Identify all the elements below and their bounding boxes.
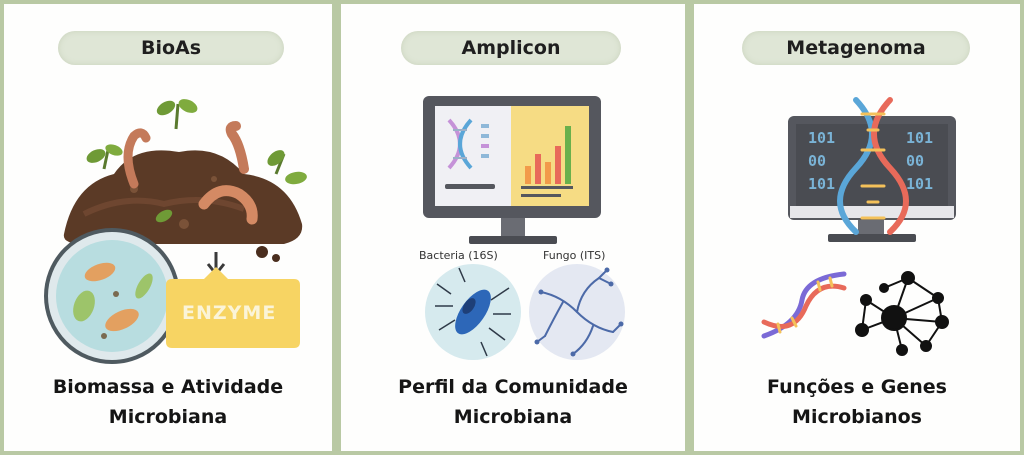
network-icon [855,271,949,356]
sprout-icon [86,99,307,185]
monitor-icon [423,96,601,244]
caption-line: Funções e Genes [767,376,947,398]
caption-line: Perfil da Comunidade [398,376,628,398]
dna-icon [837,97,909,235]
dna-icon [445,118,495,189]
caption-bioas: Biomassa e Atividade Microbiana [4,372,332,432]
panel-bioas: BioAs [4,4,332,451]
binary-row: 00 [906,152,925,170]
petri-dish-icon [44,228,180,364]
caption-line: Microbiana [453,406,573,428]
enzyme-label: ENZYME [182,302,277,324]
label-bacteria-16s: Bacteria (16S) [419,249,498,262]
panel-metagenoma: Metagenoma [694,4,1020,451]
binary-left: 101 00 101 [808,127,835,196]
binary-row: 101 [906,129,934,147]
bar-chart-icon [521,126,573,197]
binary-right: 101 00 101 [906,127,933,196]
metagenoma-illustration [761,97,956,356]
binary-row: 00 [808,152,827,170]
amplicon-illustration [423,96,625,360]
caption-metagenoma: Funções e Genes Microbianos [694,372,1020,432]
panel-amplicon: Amplicon [341,4,685,451]
panel-title-amplicon: Amplicon [401,31,621,65]
caption-amplicon: Perfil da Comunidade Microbiana [341,372,685,432]
binary-row: 101 [808,129,836,147]
dna-strand-icon [761,271,847,339]
panel-title-metagenoma: Metagenoma [742,31,970,65]
label-fungi-its: Fungo (ITS) [543,249,606,262]
caption-line: Microbiana [108,406,228,428]
earthworm-icon [123,121,258,225]
caption-line: Microbianos [792,406,922,428]
bioas-illustration [44,99,307,364]
binary-row: 101 [906,175,934,193]
panel-title-bioas: BioAs [58,31,284,65]
enzyme-tag-icon [166,267,300,348]
bacterium-icon [425,264,521,360]
caption-line: Biomassa e Atividade [52,376,284,398]
binary-row: 101 [808,175,836,193]
fungal-hyphae-icon [529,264,625,360]
